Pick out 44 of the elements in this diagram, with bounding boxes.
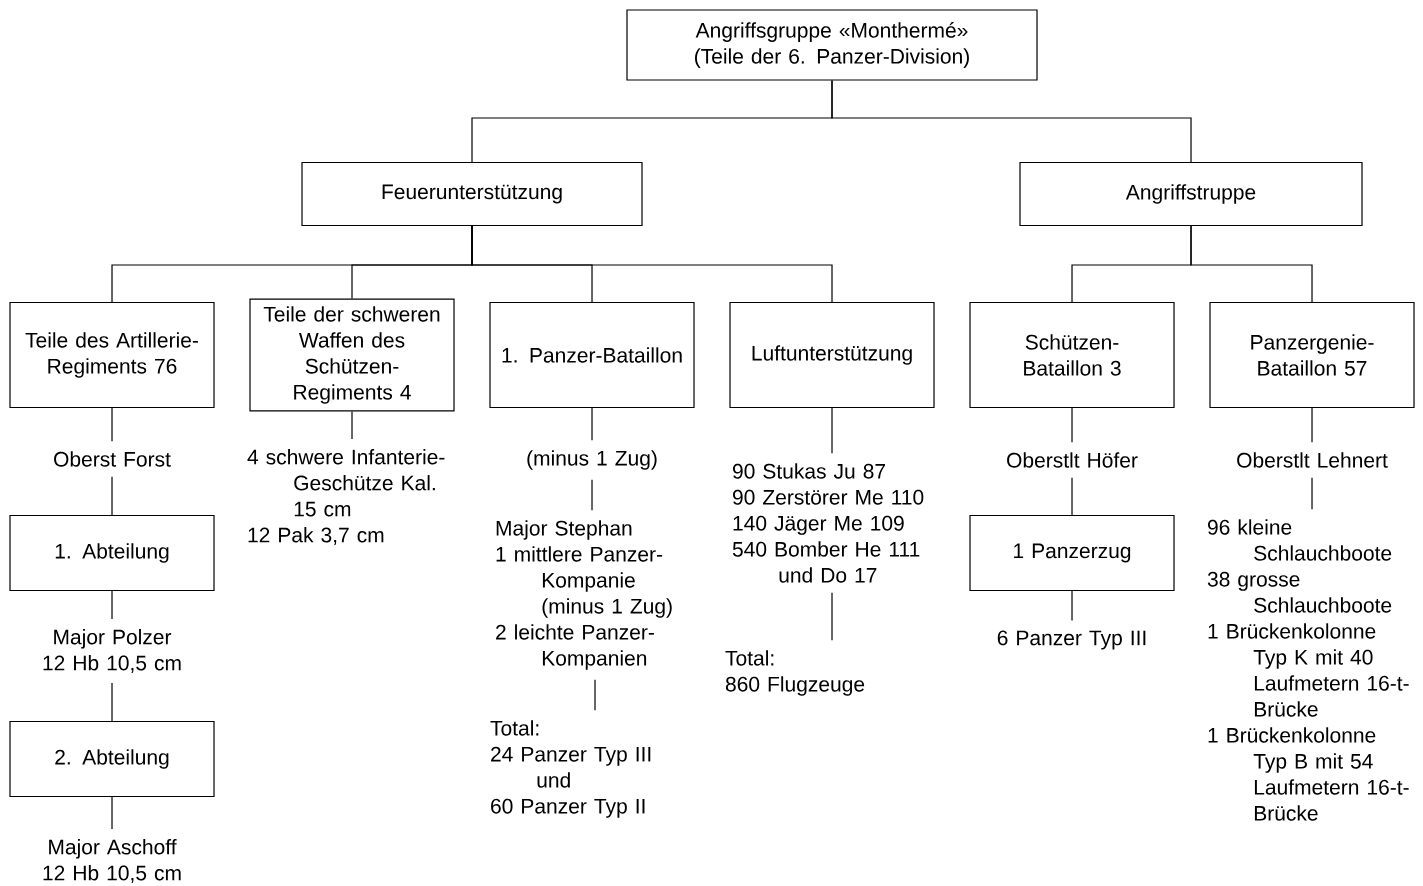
commander-label: Oberst Forst	[54, 451, 171, 467]
commander-label: Oberstlt Höfer	[1007, 452, 1138, 468]
org-box: Panzergenie-Bataillon 57	[1209, 301, 1415, 409]
org-box: Angriffsgruppe «Monthermé» (Teile der 6. Panzer-Division)	[626, 9, 1038, 81]
equipment-list: Major Stephan 1 mittlere Panzer-Kompanie (minus 1 Zug) 2 leichte Panzer-Kompanien	[496, 520, 672, 670]
connector-line	[1071, 590, 1073, 622]
connector-line	[1311, 477, 1313, 510]
note-text: (minus 1 Zug)	[527, 450, 657, 470]
connector-line	[351, 410, 353, 440]
connector-line	[1311, 407, 1313, 443]
connector-line	[1071, 477, 1073, 516]
connector-line	[471, 225, 833, 303]
org-box: 2. Abteilung	[9, 720, 215, 798]
total-list: Total: 860 Flugzeuge	[725, 650, 865, 696]
org-box: Teile der schweren Waffen des Schützen-Regiments 4	[249, 298, 455, 412]
equipment-list: 6 Panzer Typ III	[997, 630, 1146, 650]
org-box: Feuerunterstützung	[301, 161, 643, 227]
connector-line	[591, 407, 593, 441]
commander-label: Major Polzer 12 Hb 10,5 cm	[43, 629, 181, 673]
connector-line	[831, 592, 833, 641]
equipment-list: 90 Stukas Ju 87 90 Zerstörer Me 110 140 Jäger Me 109 540 Bomber He 111 und Do 17	[732, 463, 924, 583]
connector-line	[591, 479, 593, 511]
org-box: Schützen-Bataillon 3	[969, 301, 1175, 409]
connector-line	[1190, 225, 1313, 303]
connector-line	[111, 476, 113, 516]
connector-line	[111, 682, 113, 722]
commander-label: Oberstlt Lehnert	[1237, 452, 1388, 468]
equipment-list: 4 schwere Infanterie-Geschütze Kal. 15 cm 12 Pak 3,7 cm	[247, 449, 445, 545]
org-box: Teile des Artillerie-Regiments 76	[9, 301, 215, 409]
org-box: 1 Panzerzug	[969, 514, 1175, 592]
connector-line	[831, 80, 1192, 163]
org-box: Luftunterstützung	[729, 301, 935, 409]
org-box: 1. Abteilung	[9, 514, 215, 592]
connector-line	[594, 679, 596, 711]
org-box: 1. Panzer-Bataillon	[489, 301, 695, 409]
commander-label: Major Aschoff 12 Hb 10,5 cm	[43, 839, 181, 883]
connector-line	[111, 407, 113, 442]
connector-line	[111, 796, 113, 830]
org-box: Angriffstruppe	[1019, 161, 1363, 227]
connector-line	[831, 407, 833, 454]
connector-line	[1071, 407, 1073, 443]
equipment-list: 96 kleine Schlauchboote 38 grosse Schlauchboote 1 Brückenkolonne Typ K mit 40 Laufmetern 16-t-Brücke 1 Brückenkolonne Typ B mit 54 Laufmetern 16-t-Brücke	[1207, 519, 1409, 821]
connector-line	[111, 590, 113, 620]
total-list: Total: 24 Panzer Typ III und 60 Panzer Typ II	[490, 720, 651, 818]
